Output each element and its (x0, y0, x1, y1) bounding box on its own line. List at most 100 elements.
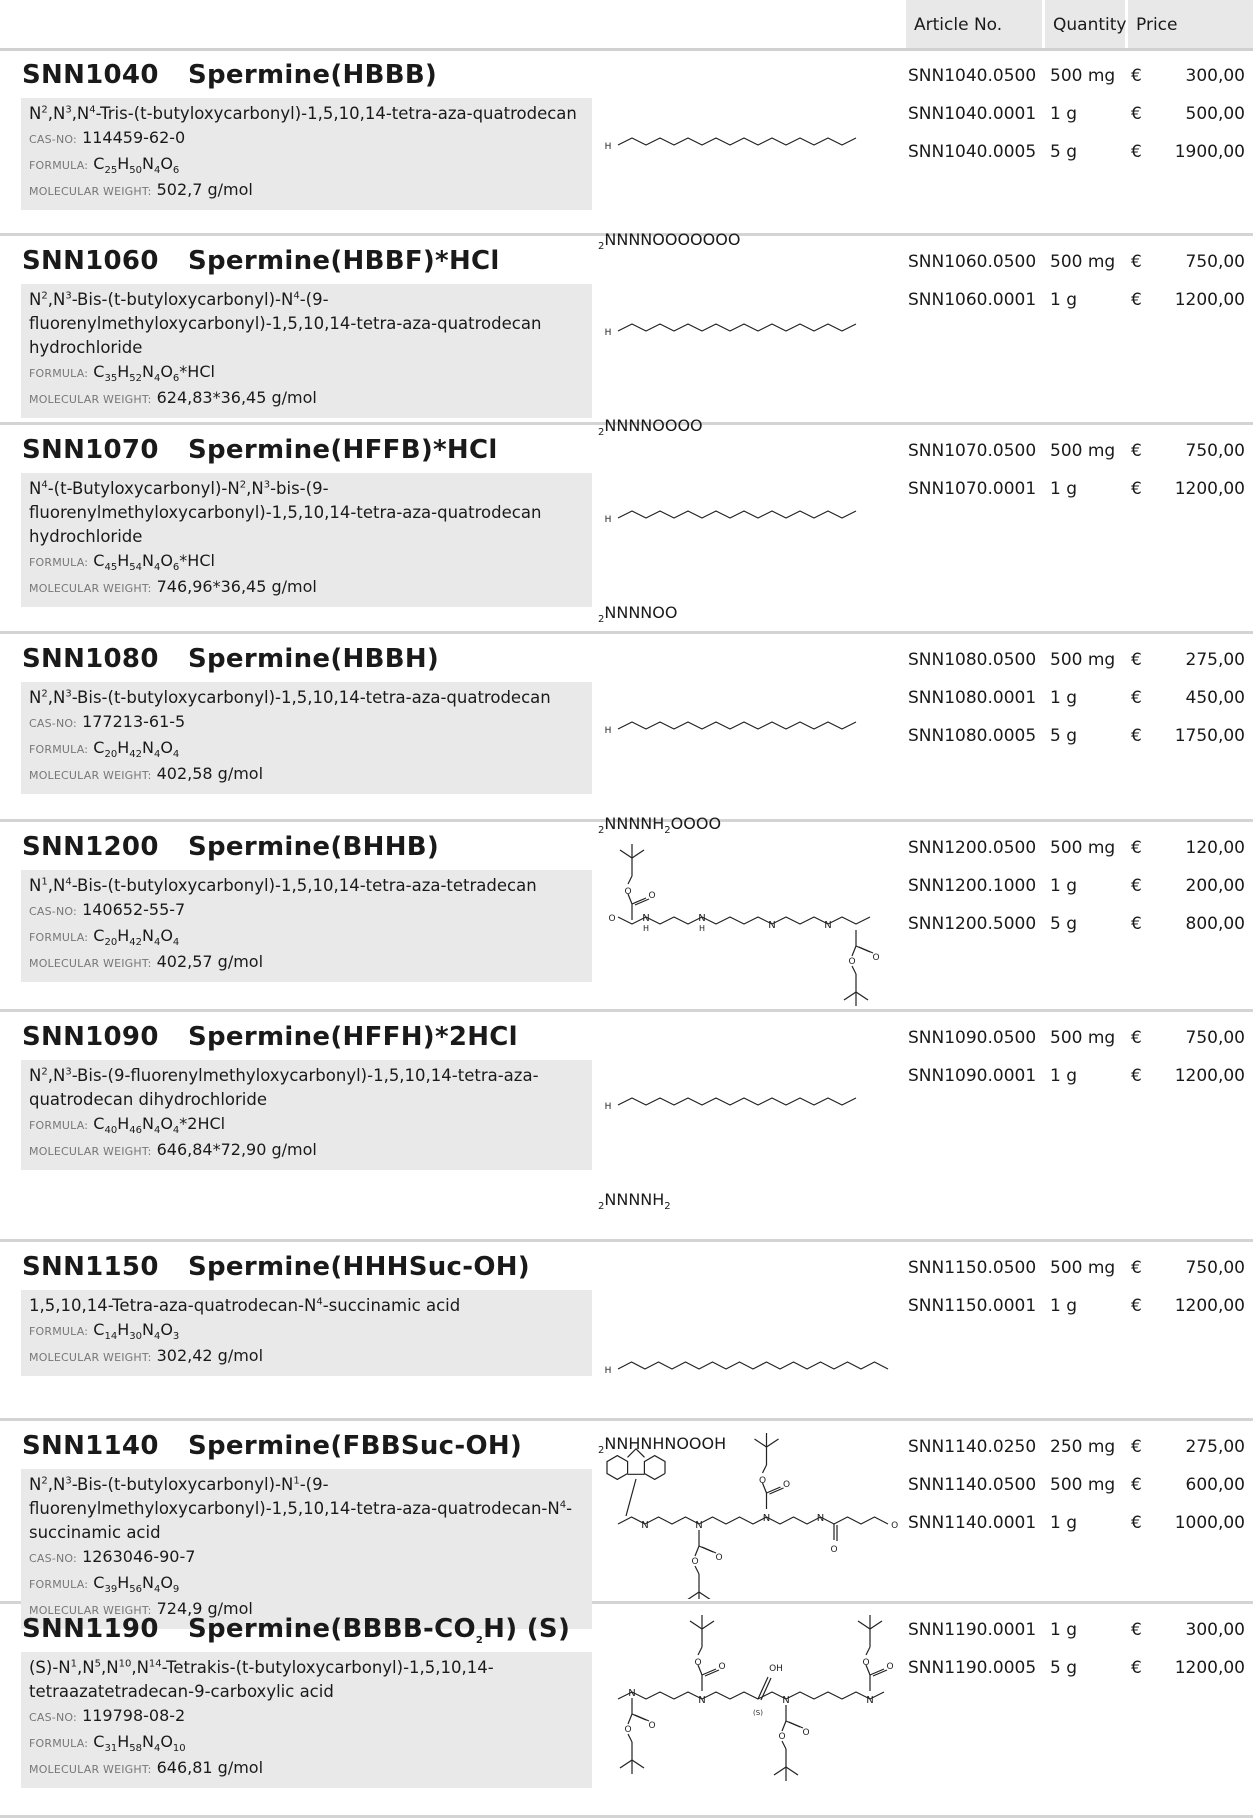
quantity: 500 mg (1050, 66, 1116, 86)
atom-label: O (830, 1545, 837, 1555)
atom-label: O (715, 230, 728, 249)
product-info-box: N2,N3-Bis-(t-butyloxycarbonyl)-N4-(9-flu… (21, 284, 592, 418)
quantity: 1 g (1050, 688, 1078, 708)
header-price: Price (1128, 0, 1253, 48)
product-description: N2,N3-Bis-(t-butyloxycarbonyl)-N4-(9-flu… (29, 290, 542, 357)
atom-label: OH (891, 1521, 898, 1531)
cas-number: CAS-NO: 119798-08-2 (29, 1704, 584, 1730)
quantity: 250 mg (1050, 1437, 1116, 1457)
cas-number: CAS-NO: 1263046-90-7 (29, 1545, 584, 1571)
article-number: SNN1070.0500 (908, 441, 1037, 461)
cas-number: CAS-NO: 177213-61-5 (29, 710, 584, 736)
product-info-box: N2,N3-Bis-(t-butyloxycarbonyl)-N1-(9-flu… (21, 1469, 592, 1629)
header-quantity: Quantity (1045, 0, 1126, 48)
currency: € (1131, 1028, 1142, 1048)
atom-label: N (763, 1513, 770, 1524)
product-name: Spermine(HHHSuc-OH) (188, 1252, 530, 1282)
formula-label: FORMULA: (29, 159, 89, 172)
product-code: SNN1060 (22, 246, 159, 276)
currency: € (1131, 1513, 1142, 1533)
atom-label: O (664, 416, 678, 435)
atom-label: O (676, 1434, 689, 1453)
formula: FORMULA: C45H54N4O6*HCl (29, 549, 584, 575)
molecular-weight: MOLECULAR WEIGHT: 646,84*72,90 g/mol (29, 1138, 584, 1164)
atom-label: N (616, 814, 629, 833)
product-description: N2,N3-Bis-(9-fluorenylmethyloxycarbonyl)… (29, 1066, 539, 1109)
article-number: SNN1140.0001 (908, 1513, 1037, 1533)
molecular-weight: MOLECULAR WEIGHT: 402,58 g/mol (29, 762, 584, 788)
atom-label: O (872, 953, 879, 963)
atom-label: (S) (753, 1709, 763, 1717)
price: 750,00 (1185, 441, 1245, 461)
cas-number-value: 119798-08-2 (82, 1706, 186, 1725)
quantity: 1 g (1050, 1066, 1078, 1086)
price: 1000,00 (1174, 1513, 1245, 1533)
currency: € (1131, 1475, 1142, 1495)
atom-label: OH (769, 1664, 783, 1674)
product-code: SNN1150 (22, 1252, 159, 1282)
product-name: Spermine(HFFH)*2HCl (188, 1022, 518, 1052)
atom-label: O (727, 230, 741, 249)
quantity: 500 mg (1050, 252, 1116, 272)
atom-label: N (628, 1190, 641, 1209)
currency: € (1131, 1658, 1142, 1678)
molecular-weight: MOLECULAR WEIGHT: 724,9 g/mol (29, 1597, 584, 1623)
atom-label: N (640, 603, 653, 622)
atom-label: O (862, 1658, 869, 1668)
atom-label: O (648, 1721, 655, 1731)
article-number: SNN1060.0500 (908, 252, 1037, 272)
product-code: SNN1040 (22, 60, 159, 90)
formula: FORMULA: C40H46N4O4*2HCl (29, 1112, 584, 1138)
molecular-weight: MOLECULAR WEIGHT: 402,57 g/mol (29, 950, 584, 976)
cas-number: CAS-NO: 114459-62-0 (29, 126, 584, 152)
article-number: SNN1040.0005 (908, 142, 1037, 162)
atom-label: N (698, 1695, 705, 1706)
formula: FORMULA: C39H56N4O9 (29, 1571, 584, 1597)
atom-label: O (670, 814, 684, 833)
molecular-weight-label: MOLECULAR WEIGHT: (29, 1145, 152, 1158)
atom-label: N (782, 1695, 789, 1706)
price: 800,00 (1185, 914, 1245, 934)
structure-diagram: H (605, 323, 857, 338)
molecular-weight-value: 502,7 g/mol (156, 180, 253, 199)
atom-label: O (848, 957, 855, 967)
structure: NNNNOOOOOOH (598, 1429, 898, 1599)
cas-number-label: CAS-NO: (29, 133, 77, 146)
price: 300,00 (1185, 66, 1245, 86)
product-description: N2,N3-Bis-(t-butyloxycarbonyl)-1,5,10,14… (29, 688, 551, 707)
atom-label: N (640, 230, 653, 249)
formula-value: C39H56N4O9 (93, 1573, 180, 1596)
currency: € (1131, 252, 1142, 272)
atom-label: N (616, 230, 629, 249)
article-number: SNN1140.0250 (908, 1437, 1037, 1457)
cas-number-value: 114459-62-0 (82, 128, 186, 147)
atom-label: O (694, 1658, 701, 1668)
